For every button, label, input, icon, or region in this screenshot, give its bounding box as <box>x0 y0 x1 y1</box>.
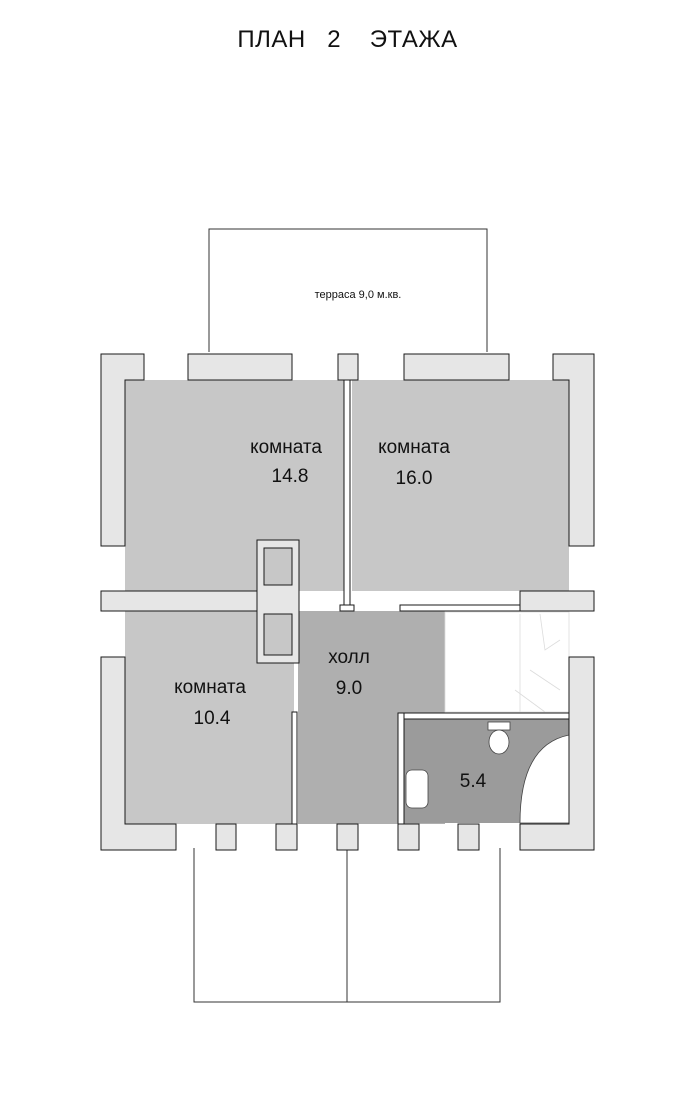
wall-bottom-segment-4 <box>397 823 420 851</box>
room-top-right-area: 16.0 <box>396 468 433 489</box>
terrace: терраса 9,0 м.кв. <box>208 228 488 352</box>
wall-bottom-segment-1 <box>215 823 237 851</box>
wall-top-segment-1 <box>187 353 293 381</box>
partition-stair-horizontal <box>399 604 521 612</box>
wall-top-right-corner <box>552 353 595 547</box>
partitions <box>291 379 570 825</box>
plan-title: ПЛАН 2 ЭТАЖА <box>237 26 458 53</box>
terrace-outline <box>208 228 488 352</box>
hall-label: холл 9.0 <box>328 647 370 699</box>
hall-area: 9.0 <box>336 678 362 699</box>
partition-hall-stub <box>339 604 355 612</box>
room-bottom-left-floor <box>125 611 294 824</box>
partition-top-vertical <box>343 379 351 612</box>
partition-bath-left <box>397 712 405 825</box>
walls <box>100 353 595 851</box>
terrace-label: терраса 9,0 м.кв. <box>315 289 402 301</box>
wall-bottom-left-corner <box>100 656 177 851</box>
stair-lines <box>514 613 561 713</box>
bathroom-area: 5.4 <box>460 771 487 792</box>
room-top-right-label: комната 16.0 <box>378 437 450 489</box>
room-bottom-left-name: комната <box>174 677 246 698</box>
room-top-left-area: 14.8 <box>272 466 309 487</box>
bath-fixtures <box>405 721 570 824</box>
room-top-left-name: комната <box>250 437 322 458</box>
wall-middle-left <box>100 590 258 612</box>
room-top-right-floor-ext <box>352 546 569 591</box>
room-top-left-floor <box>125 380 344 591</box>
toilet-tank-icon <box>487 721 511 731</box>
partition-left-vertical <box>291 711 298 825</box>
wall-top-segment-2 <box>337 353 359 381</box>
room-bottom-left-area: 10.4 <box>194 708 231 729</box>
wall-bottom-segment-5 <box>457 823 480 851</box>
toilet-bowl-icon <box>488 729 510 755</box>
chimney-block <box>256 539 300 664</box>
room-top-right-name: комната <box>378 437 450 458</box>
wall-bottom-segment-2 <box>275 823 298 851</box>
wall-top-segment-3 <box>403 353 510 381</box>
wall-bottom-right-corner <box>519 656 595 851</box>
wall-top-left-corner <box>100 353 145 547</box>
balcony <box>193 848 501 1003</box>
room-bottom-left-label: комната 10.4 <box>174 677 246 729</box>
hall-name: холл <box>328 647 370 668</box>
sink-icon <box>405 769 429 809</box>
partition-bath-top <box>397 712 570 720</box>
wall-bottom-segment-3 <box>336 823 359 851</box>
bathtub-icon <box>519 734 570 824</box>
wall-middle-right <box>519 590 595 612</box>
staircase <box>444 611 570 713</box>
room-top-left-label: комната 14.8 <box>250 437 322 487</box>
stair-area <box>444 611 570 713</box>
